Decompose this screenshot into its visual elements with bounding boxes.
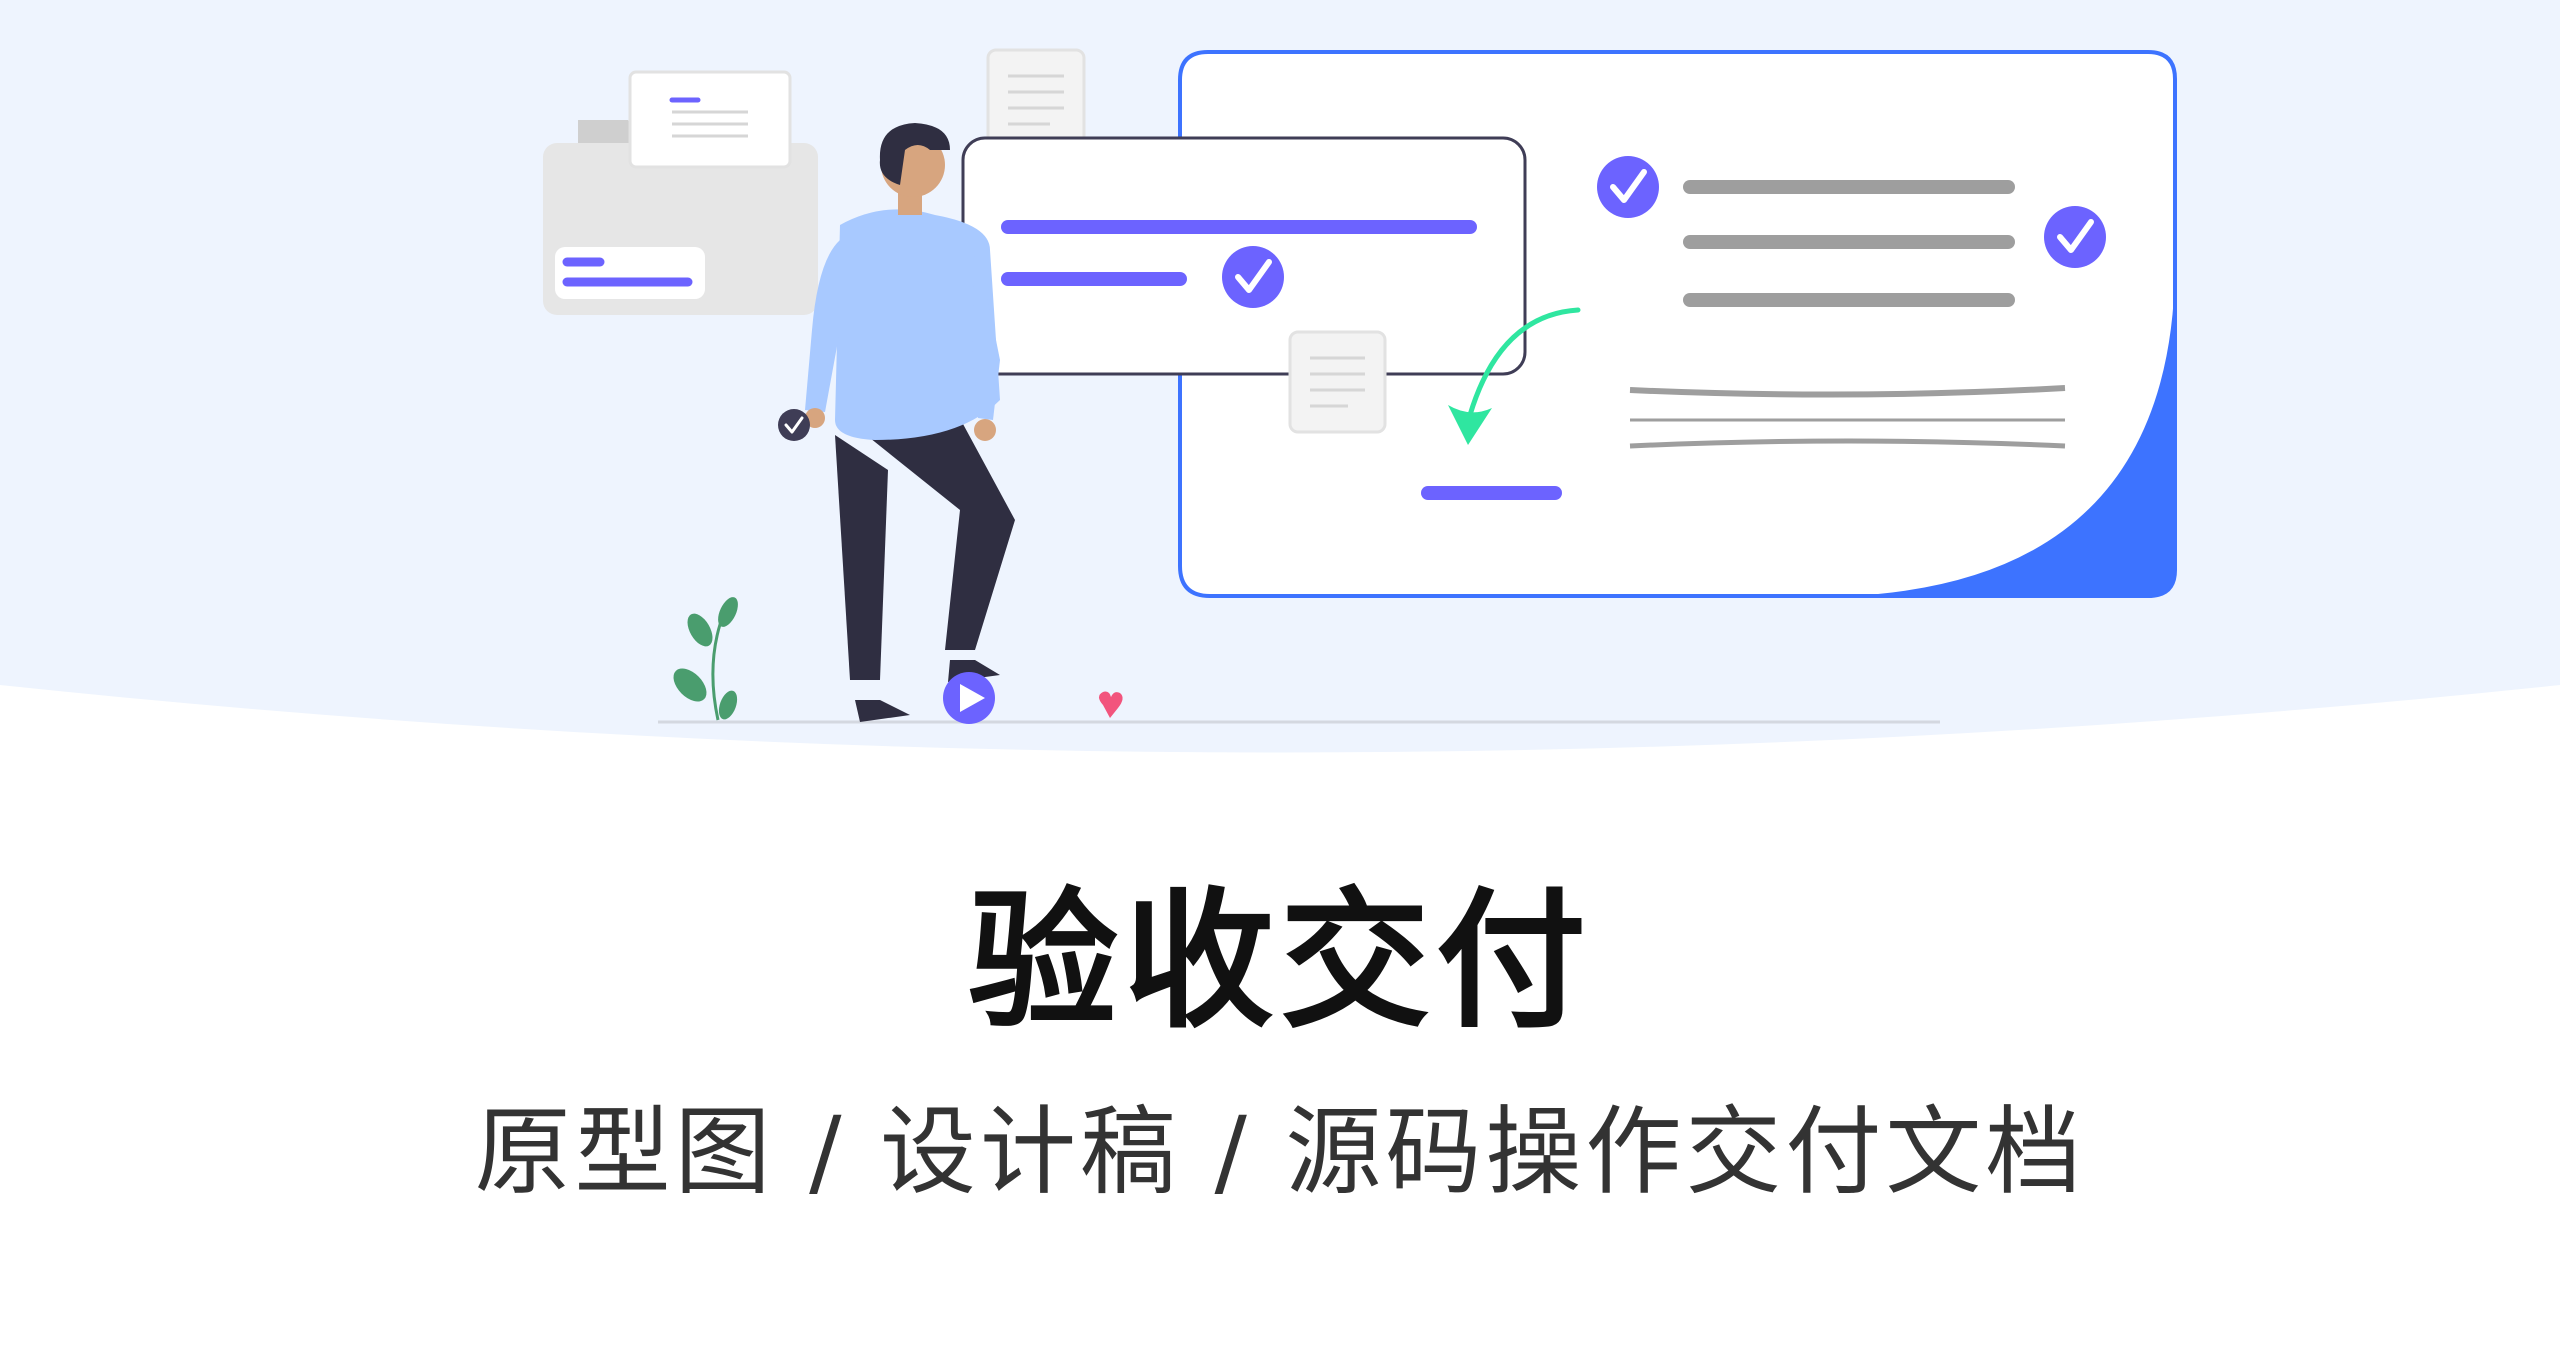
page-title: 验收交付 xyxy=(967,875,1592,1049)
folder-icon xyxy=(543,70,818,315)
play-circle-icon xyxy=(943,672,995,724)
heart-icon xyxy=(1099,691,1123,718)
check-circle-icon xyxy=(2044,206,2106,268)
hero-illustration xyxy=(0,0,2560,753)
plant-icon xyxy=(673,597,738,721)
document-icon xyxy=(1288,330,1387,434)
document-icon xyxy=(986,48,1086,152)
person-figure xyxy=(805,123,1015,722)
check-circle-icon xyxy=(1597,156,1659,218)
check-circle-icon xyxy=(778,409,810,441)
arrow-icon xyxy=(1448,307,1581,445)
check-circle-icon xyxy=(1222,246,1284,308)
page-subtitle: 原型图 / 设计稿 / 源码操作交付文档 xyxy=(474,1096,2086,1208)
